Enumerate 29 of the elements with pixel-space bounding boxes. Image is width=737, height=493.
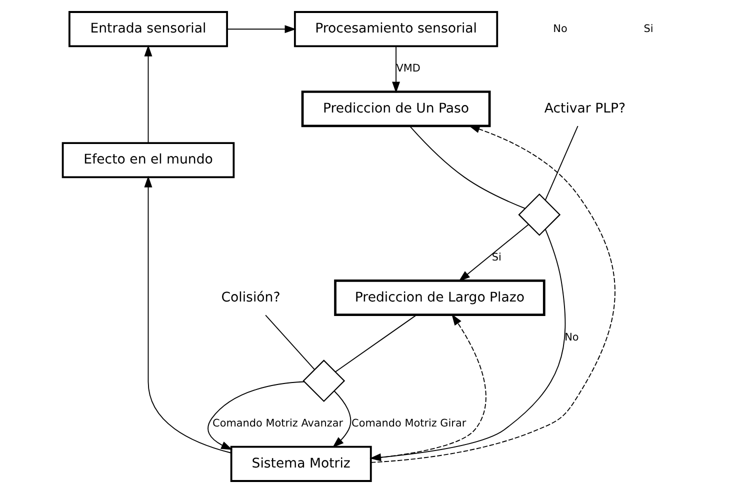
arrow xyxy=(370,314,486,459)
node-text: Activar PLP? xyxy=(544,101,626,116)
node-diamond xyxy=(302,360,346,402)
node-box: Entrada sensorial xyxy=(68,11,228,48)
edge-label: Comando Motriz Girar xyxy=(352,418,466,430)
connector xyxy=(409,126,526,209)
arrow xyxy=(144,44,152,144)
arrow xyxy=(208,381,305,450)
arrow xyxy=(392,46,400,94)
node-box: Sistema Motriz xyxy=(230,446,372,482)
edge-label: VMD xyxy=(396,62,420,75)
connector xyxy=(334,314,418,372)
node-box: Prediccion de Largo Plazo xyxy=(334,280,546,316)
node-box: Prediccion de Un Paso xyxy=(301,90,491,128)
connector xyxy=(544,126,578,200)
label: No xyxy=(553,22,568,35)
connector xyxy=(265,314,315,370)
edge-label: Comando Motriz Avanzar xyxy=(212,418,344,430)
arrow xyxy=(332,390,352,448)
node-text: Colisión? xyxy=(221,290,280,306)
label: Si xyxy=(644,22,654,35)
node-box: Procesamiento sensorial xyxy=(294,11,498,48)
arrow xyxy=(458,224,529,282)
arrow xyxy=(226,25,296,34)
edge-label: Si xyxy=(492,252,502,264)
node-diamond xyxy=(518,193,561,236)
edge-label: No xyxy=(564,331,579,344)
arrow xyxy=(144,176,232,454)
node-box: Efecto en el mundo xyxy=(62,142,235,178)
